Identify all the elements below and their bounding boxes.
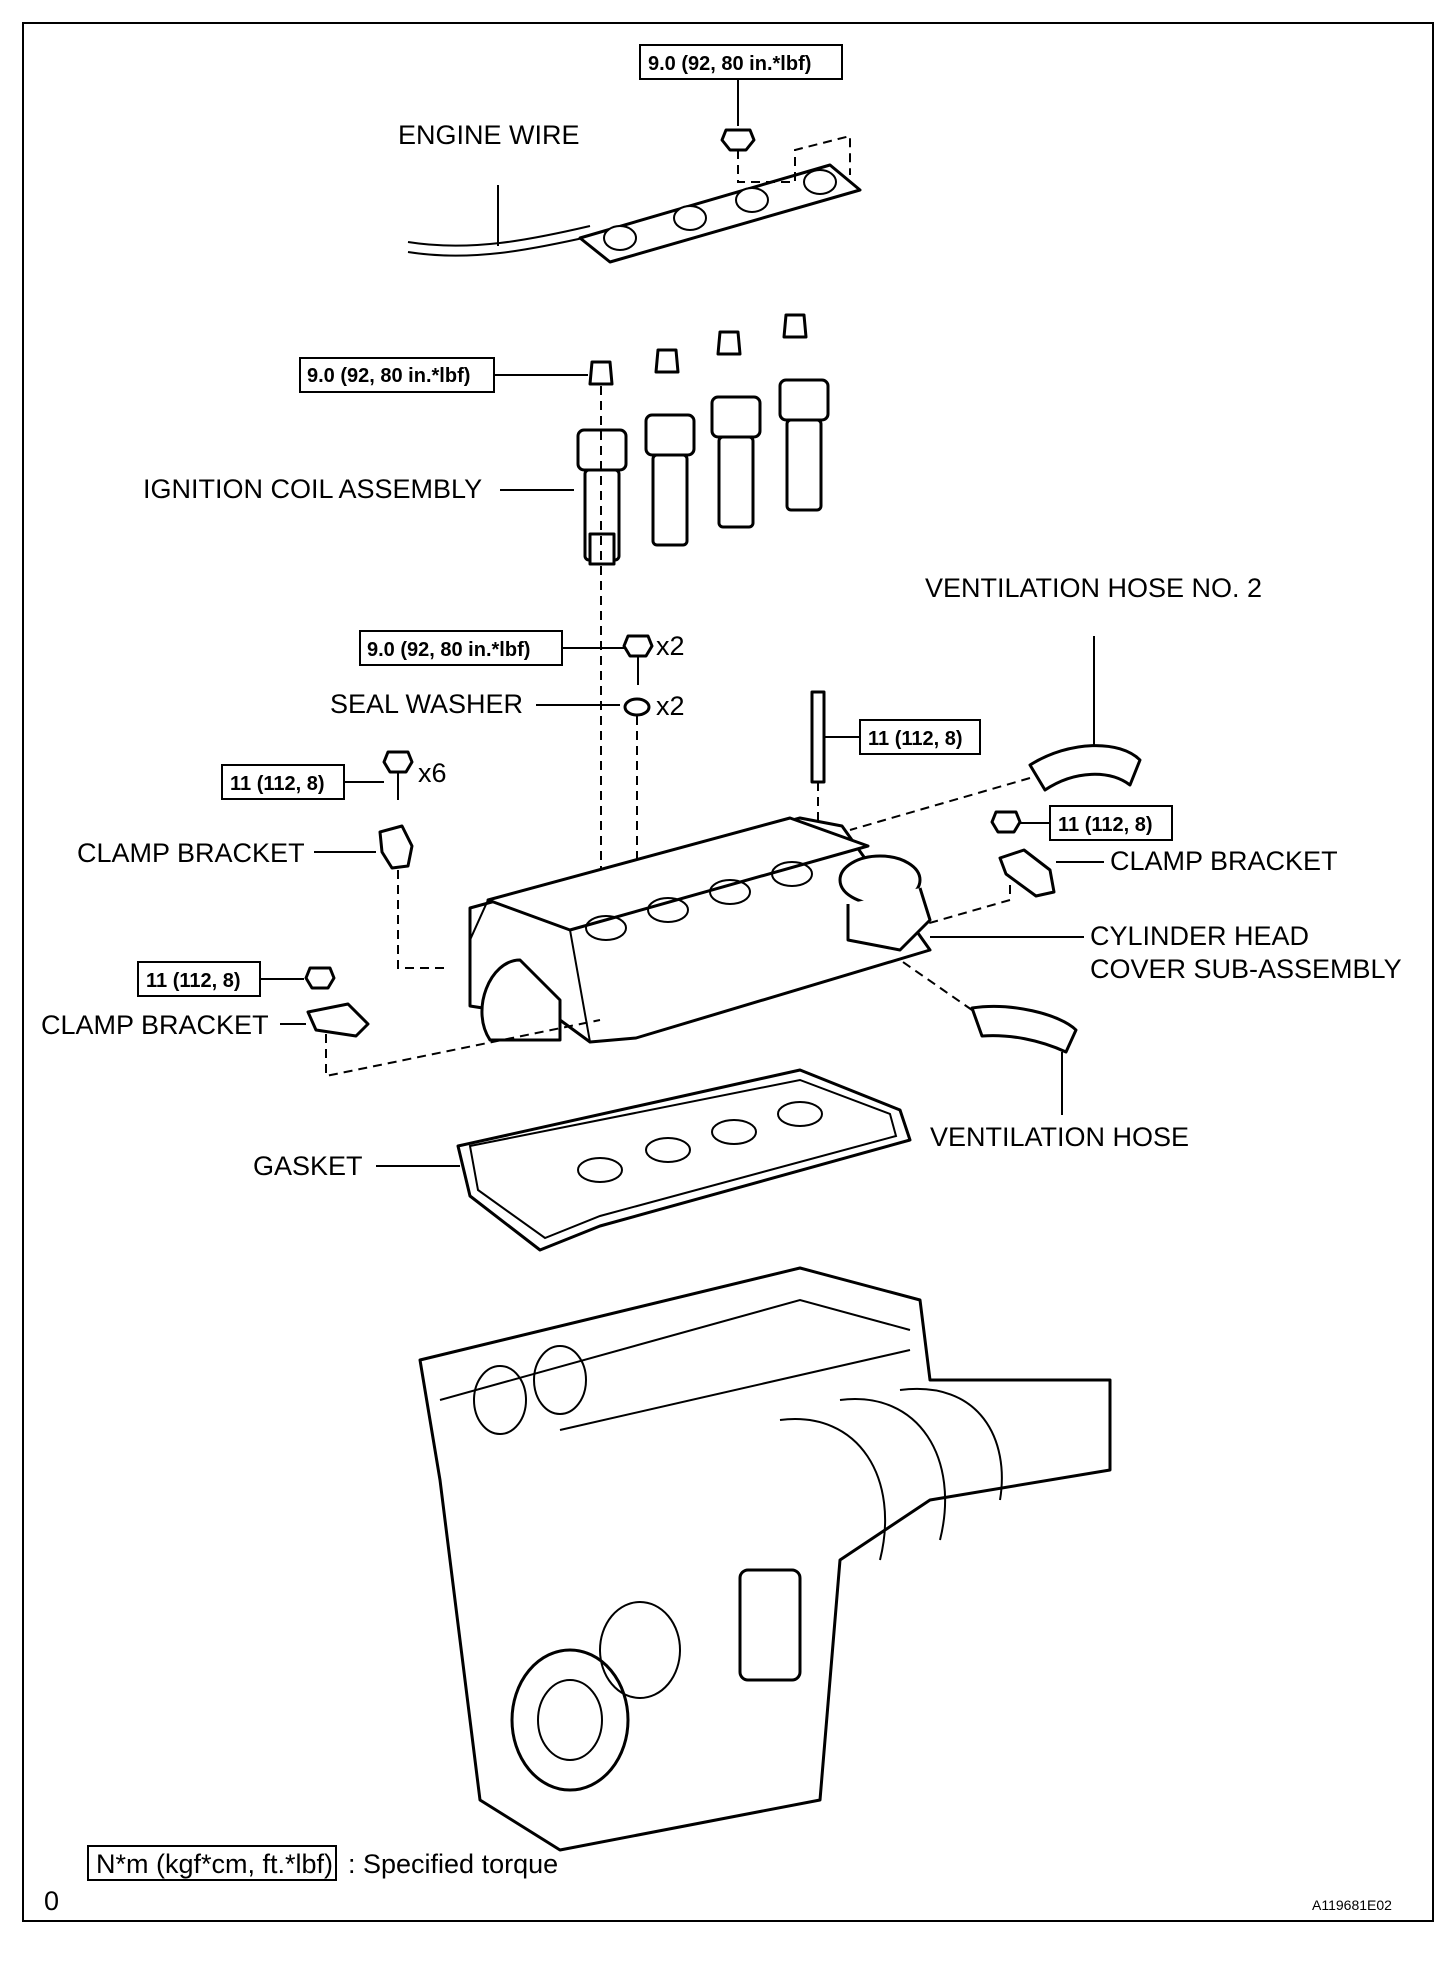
diagram-frame xyxy=(22,22,1434,1922)
cylinder-head-cover-label-line2: COVER SUB-ASSEMBLY xyxy=(1090,954,1402,984)
clamp-bracket-left-lower-part xyxy=(306,1002,370,1038)
cover-bolt-x6-torque-box xyxy=(221,764,345,800)
engine-wire-label: ENGINE WIRE xyxy=(398,120,580,150)
stud-torque-box xyxy=(859,719,981,755)
cover-bolt-torque-box xyxy=(359,630,563,666)
clamp-bracket-left-upper-guide xyxy=(397,870,450,969)
seal-washer-part xyxy=(623,697,651,717)
ventilation-hose-label: VENTILATION HOSE xyxy=(930,1122,1189,1152)
ignition-coil-2 xyxy=(644,348,696,547)
clamp-bracket-right-label: CLAMP BRACKET xyxy=(1110,846,1338,876)
cover-bolt-x6-qty: x6 xyxy=(418,758,447,788)
seal-washer-label: SEAL WASHER xyxy=(330,689,523,719)
ignition-coil-3 xyxy=(710,330,762,529)
right-bracket-nut xyxy=(990,810,1022,834)
ventilation-hose-part xyxy=(970,1004,1078,1054)
cylinder-head-cover-part xyxy=(468,816,932,1044)
engine-wire-nut xyxy=(720,128,756,152)
clamp-bracket-left-lower-label: CLAMP BRACKET xyxy=(41,1010,269,1040)
clamp-bracket-left-upper-part xyxy=(378,824,414,870)
cover-bolt-x2 xyxy=(622,634,654,658)
engine-block-part xyxy=(418,1266,1112,1852)
engine-wire-part xyxy=(407,163,862,264)
ignition-coil-torque-box xyxy=(299,357,495,393)
cover-bolt-torque-label: 9.0 (92, 80 in.*lbf) xyxy=(367,639,530,661)
ventilation-hose-no2-label: VENTILATION HOSE NO. 2 xyxy=(925,573,1262,603)
clamp-bracket-left-upper-label: CLAMP BRACKET xyxy=(77,838,305,868)
cover-bolt-x6 xyxy=(382,750,414,774)
engine-wire-torque-box xyxy=(639,44,843,80)
ignition-coil-4 xyxy=(778,313,830,512)
cover-bolt-qty: x2 xyxy=(656,631,685,661)
left-bracket-nut xyxy=(304,966,336,990)
legend-unit-label: N*m (kgf*cm, ft.*lbf) xyxy=(96,1849,333,1879)
ventilation-hose-no2-part xyxy=(1028,744,1142,792)
ventilation-hose-no2-guide xyxy=(849,777,1031,831)
figure-id: A119681E02 xyxy=(1312,1897,1392,1913)
right-bracket-torque-label: 11 (112, 8) xyxy=(1058,814,1153,836)
seal-washer-qty: x2 xyxy=(656,691,685,721)
legend-unit-box xyxy=(87,1845,337,1881)
stud-torque-label: 11 (112, 8) xyxy=(868,728,963,750)
clamp-bracket-right-part xyxy=(998,848,1056,898)
page-marker: 0 xyxy=(44,1886,59,1916)
gasket-label: GASKET xyxy=(253,1151,363,1181)
cylinder-head-cover-label-line1: CYLINDER HEAD xyxy=(1090,921,1309,951)
legend-description: : Specified torque xyxy=(348,1849,558,1879)
clamp-bracket-left-lower-guide xyxy=(325,1019,601,1078)
engine-wire-dashed-guide xyxy=(737,134,851,183)
gasket-part xyxy=(456,1068,912,1252)
ventilation-hose-guide xyxy=(899,959,973,1011)
stud-part xyxy=(810,690,826,784)
left-bracket-torque-label: 11 (112, 8) xyxy=(146,970,241,992)
ignition-coil-label: IGNITION COIL ASSEMBLY xyxy=(143,474,482,504)
ignition-coil-torque-label: 9.0 (92, 80 in.*lbf) xyxy=(307,365,470,387)
cover-bolt-x6-torque-label: 11 (112, 8) xyxy=(230,773,325,795)
engine-wire-torque-label: 9.0 (92, 80 in.*lbf) xyxy=(648,53,811,75)
